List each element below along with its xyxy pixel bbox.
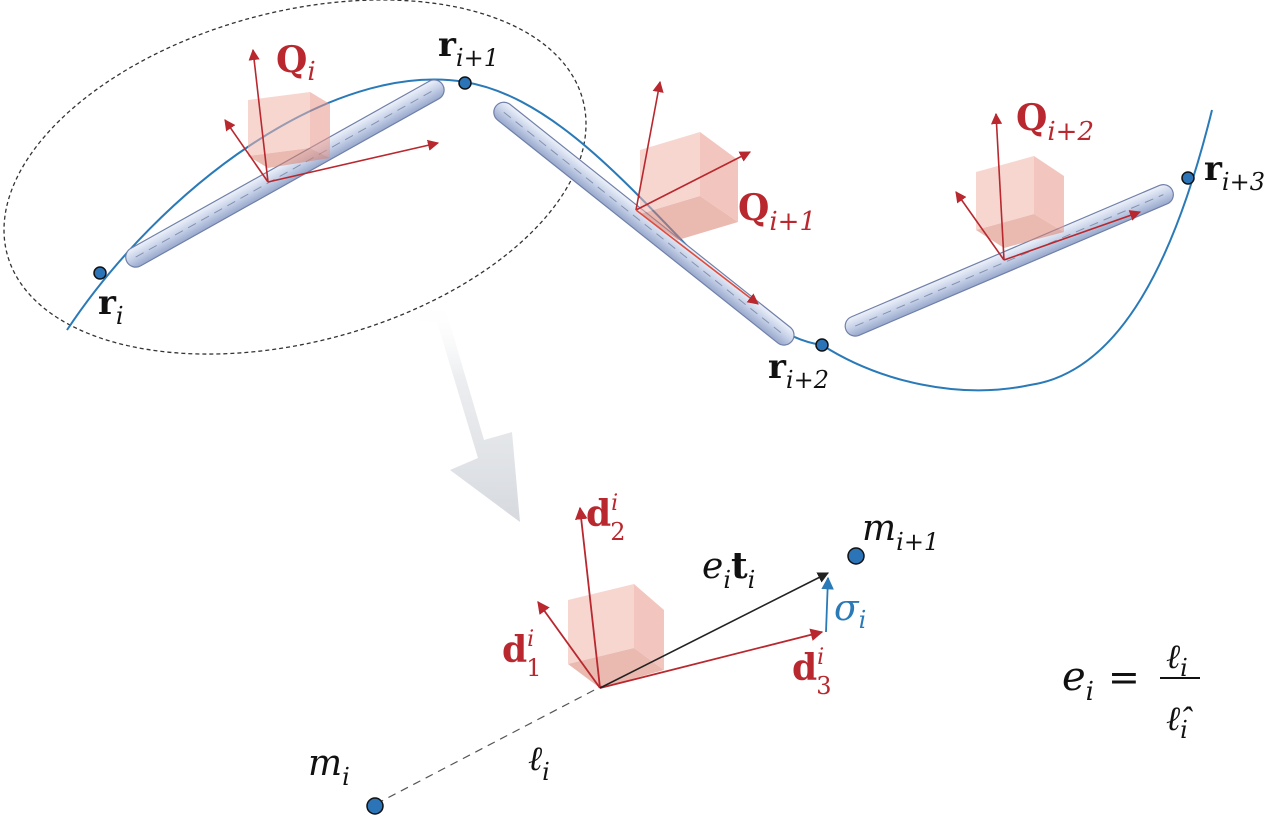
label-r-i1: ri+1 <box>438 25 499 72</box>
label-m-i: mi <box>308 743 350 791</box>
label-q-i: Qi <box>276 39 316 87</box>
vector-sigma <box>821 576 834 633</box>
length-dashed-line <box>375 685 603 805</box>
label-r-i3: ri+3 <box>1204 149 1265 196</box>
vector-et <box>599 572 829 689</box>
frame-q-i2 <box>955 112 1142 261</box>
cube-q-i <box>248 92 330 168</box>
label-r-i: ri <box>98 283 124 330</box>
cube-q-i2 <box>976 156 1064 248</box>
cube-q-i1 <box>640 132 738 240</box>
frame-q-i1 <box>635 80 759 305</box>
mass-m-i1 <box>847 547 865 565</box>
vector-d2 <box>574 506 601 689</box>
label-ell: ℓi <box>528 739 550 786</box>
transition-arrow <box>395 300 520 522</box>
rod-segment-3 <box>844 184 1174 337</box>
frame-q-i <box>224 48 440 183</box>
strain-formula: ei= ℓi ℓ̂i <box>1062 637 1200 744</box>
node-r-i1 <box>458 76 472 90</box>
svg-text:ℓ̂i: ℓ̂i <box>1166 699 1193 744</box>
node-r-i3 <box>1181 171 1195 185</box>
label-q-i2: Qi+2 <box>1016 97 1094 147</box>
node-r-i2 <box>815 338 829 352</box>
mass-m-i <box>366 797 384 815</box>
label-m-i1: mi+1 <box>862 508 939 556</box>
cube-detail <box>568 584 664 688</box>
svg-text:ei=: ei= <box>1062 654 1140 707</box>
label-r-i2: ri+2 <box>768 347 829 394</box>
vector-d1 <box>537 600 601 689</box>
label-q-i1: Qi+1 <box>738 187 816 237</box>
svg-text:ℓi: ℓi <box>1166 637 1188 682</box>
node-r-i <box>93 266 107 280</box>
label-sigma: σi <box>834 588 866 634</box>
label-et: eiti <box>702 545 755 594</box>
vector-d3 <box>599 628 824 689</box>
segment-highlight-ellipse <box>3 0 587 355</box>
